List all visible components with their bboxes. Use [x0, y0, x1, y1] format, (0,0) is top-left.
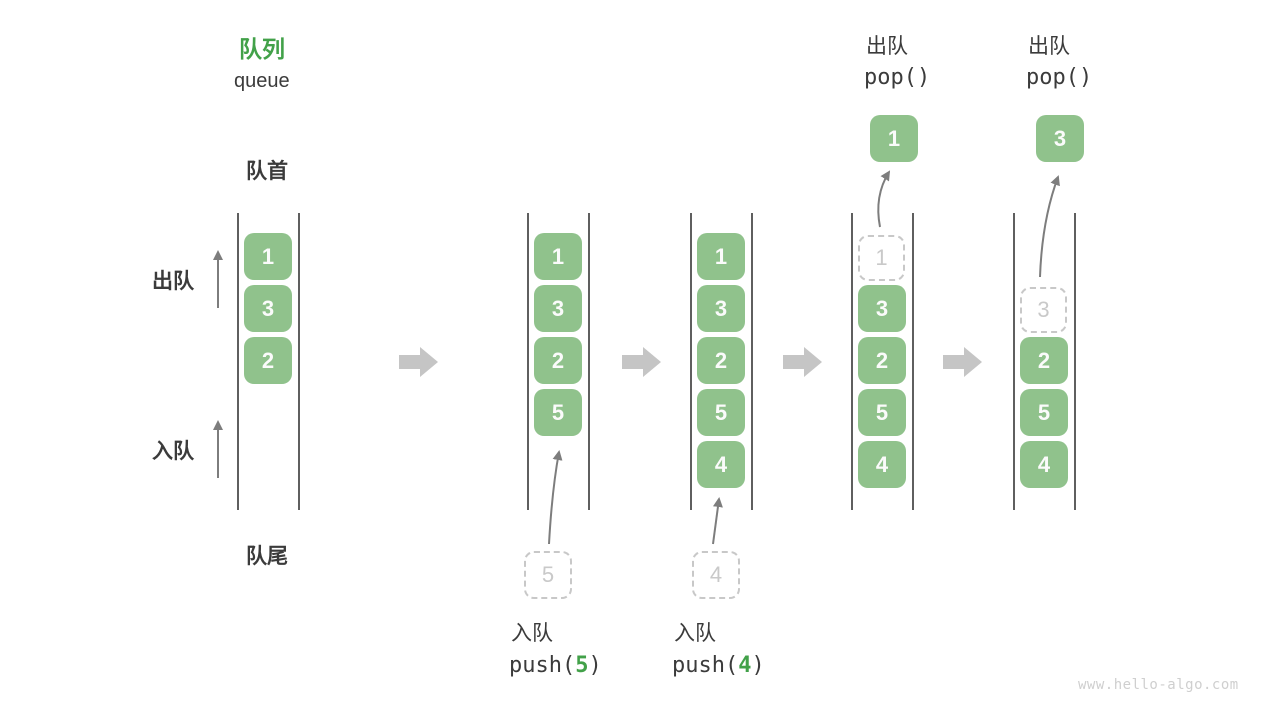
queue4-element: 5: [858, 389, 906, 436]
queue3-op-label: 入队: [674, 622, 716, 645]
queue1-left-wall: [237, 213, 239, 510]
queue5-element: 2: [1020, 337, 1068, 384]
queue5-op-label: 出队: [1028, 35, 1070, 58]
queue3-staged-element: 4: [692, 551, 740, 599]
queue1-element: 2: [244, 337, 292, 384]
queue2-staged-element: 5: [524, 551, 572, 599]
pop3-arrow-icon: [1039, 175, 1060, 278]
state-transition-arrow-icon: [943, 347, 982, 377]
queue5-left-wall: [1013, 213, 1015, 510]
queue4-left-wall: [851, 213, 853, 510]
queue4-element: 4: [858, 441, 906, 488]
enqueue-side-label: 入队: [152, 440, 194, 463]
queue5-popped-element: 3: [1036, 115, 1084, 162]
queue4-element: 3: [858, 285, 906, 332]
push4-arrow-icon: [712, 497, 723, 545]
queue3-element: 5: [697, 389, 745, 436]
code-close: ): [588, 653, 602, 678]
queue1-element: 1: [244, 233, 292, 280]
queue3-element: 2: [697, 337, 745, 384]
queue3-left-wall: [690, 213, 692, 510]
queue3-op-code: push(4): [672, 653, 765, 678]
queue3-element: 3: [697, 285, 745, 332]
queue1-right-wall: [298, 213, 300, 510]
queue-front-label: 队首: [246, 160, 288, 183]
queue5-ghost-element: 3: [1020, 287, 1067, 333]
queue3-element: 4: [697, 441, 745, 488]
queue5-right-wall: [1074, 213, 1076, 510]
queue5-element: 5: [1020, 389, 1068, 436]
queue2-op-code: push(5): [509, 653, 602, 678]
queue3-right-wall: [751, 213, 753, 510]
code-fn: push(: [509, 653, 576, 678]
state-transition-arrow-icon: [399, 347, 438, 377]
queue4-element: 2: [858, 337, 906, 384]
queue3-element: 1: [697, 233, 745, 280]
code-close: ): [751, 653, 765, 678]
diagram-title-zh: 队列: [239, 36, 285, 62]
queue2-element: 2: [534, 337, 582, 384]
queue4-op-code: pop(): [864, 65, 931, 90]
push5-arrow-icon: [548, 450, 563, 545]
code-arg: 4: [738, 653, 752, 678]
queue5-element: 4: [1020, 441, 1068, 488]
diagram-title-en: queue: [234, 70, 290, 92]
state-transition-arrow-icon: [783, 347, 822, 377]
queue2-element: 5: [534, 389, 582, 436]
queue4-popped-element: 1: [870, 115, 918, 162]
pop1-arrow-icon: [877, 170, 891, 228]
queue2-element: 1: [534, 233, 582, 280]
queue4-ghost-element: 1: [858, 235, 905, 281]
dequeue-side-label: 出队: [152, 270, 194, 293]
queue2-element: 3: [534, 285, 582, 332]
state-transition-arrow-icon: [622, 347, 661, 377]
queue5-op-code: pop(): [1026, 65, 1093, 90]
queue1-element: 3: [244, 285, 292, 332]
queue4-right-wall: [912, 213, 914, 510]
queue2-op-label: 入队: [511, 622, 553, 645]
queue2-right-wall: [588, 213, 590, 510]
code-fn: push(: [672, 653, 739, 678]
queue2-left-wall: [527, 213, 529, 510]
queue4-op-label: 出队: [866, 35, 908, 58]
queue-rear-label: 队尾: [246, 545, 288, 568]
code-arg: 5: [575, 653, 589, 678]
watermark: www.hello-algo.com: [1078, 677, 1239, 693]
